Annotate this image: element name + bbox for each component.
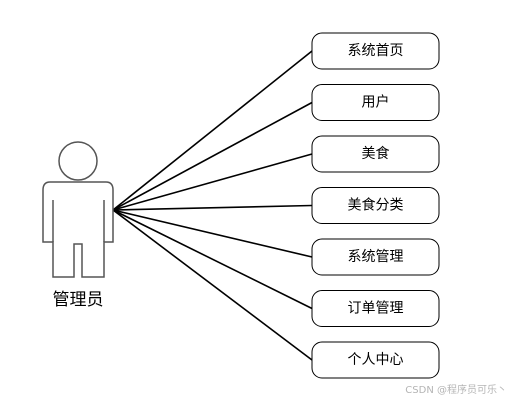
connector-line-home: [112, 50, 313, 211]
connector-line-order-management: [112, 209, 313, 310]
use-case-label: 系统首页: [348, 43, 404, 59]
actor-head: [58, 141, 98, 181]
use-case-food: 美食: [311, 135, 440, 173]
watermark: CSDN @程序员可乐丶: [405, 383, 507, 396]
connector-line-system-management: [112, 209, 313, 258]
actor-body: [42, 181, 114, 278]
actor-label: 管理员: [53, 290, 104, 310]
use-case-label: 个人中心: [348, 352, 404, 368]
use-case-system-management: 系统管理: [311, 238, 440, 276]
connector-line-user: [112, 101, 313, 211]
connector-lines: [112, 50, 313, 361]
use-case-box: [311, 341, 440, 379]
use-case-label: 用户: [362, 94, 390, 111]
connector-line-food-category: [112, 204, 313, 211]
use-case-box: [311, 290, 440, 327]
connector-line-personal-center: [112, 209, 313, 361]
use-case-label: 美食分类: [348, 197, 404, 214]
use-case-box: [311, 187, 440, 224]
connector-line-food: [112, 153, 313, 211]
use-case-order-management: 订单管理: [311, 290, 440, 327]
actor-administrator: 管理员: [42, 141, 114, 310]
use-case-food-category: 美食分类: [311, 187, 440, 224]
use-case-user: 用户: [311, 84, 440, 121]
use-case-box: [311, 135, 440, 173]
use-case-box: [311, 32, 440, 70]
use-case-personal-center: 个人中心: [311, 341, 440, 379]
use-case-label: 订单管理: [348, 301, 404, 317]
person-icon: [42, 141, 114, 278]
use-case-label: 美食: [362, 145, 390, 162]
use-case-box: [311, 84, 440, 121]
use-case-box: [311, 238, 440, 276]
use-case-label: 系统管理: [348, 249, 404, 265]
use-case-home: 系统首页: [311, 32, 440, 70]
